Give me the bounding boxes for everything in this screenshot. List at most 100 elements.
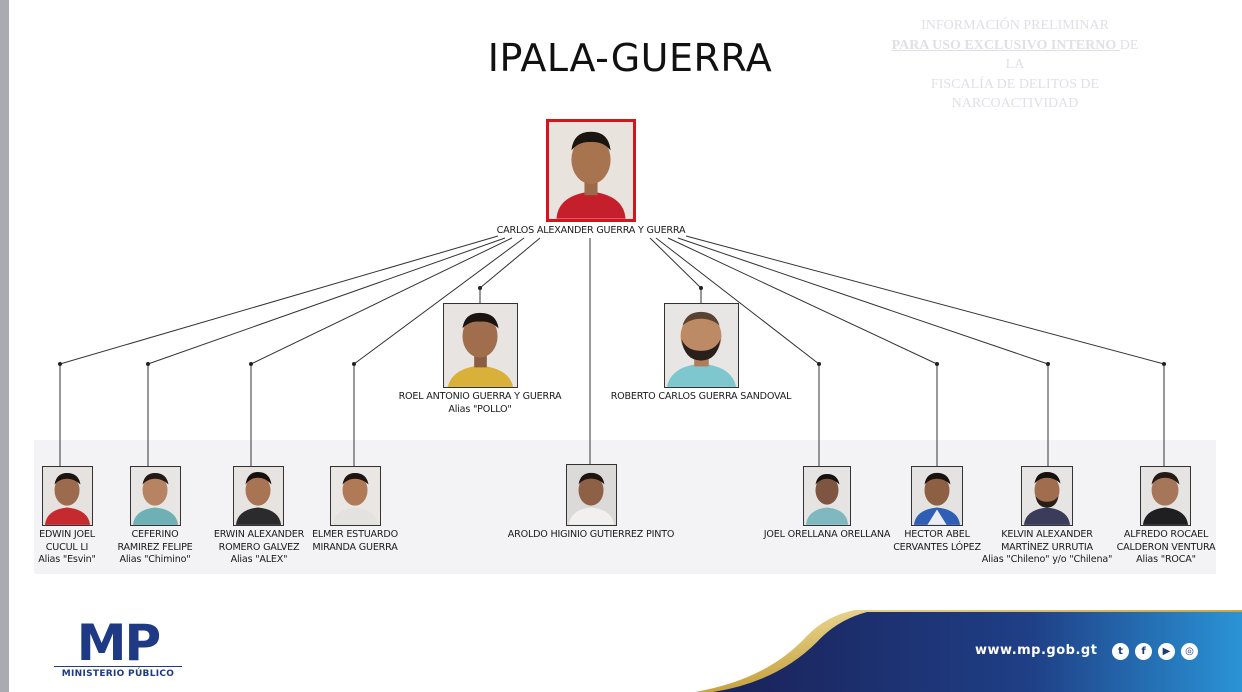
youtube-icon[interactable]: ▶: [1158, 643, 1175, 660]
member-alias: Alias "Chimino": [119, 554, 191, 565]
connector-node: [935, 362, 939, 366]
person-portrait-icon: [549, 122, 633, 219]
connector-node: [699, 286, 703, 290]
connector-node: [146, 362, 150, 366]
connector-node: [478, 286, 482, 290]
person-portrait-icon: [804, 467, 850, 525]
watermark-line: FISCALÍA DE DELITOS DE: [930, 76, 1100, 92]
member-name-line: RAMIREZ FELIPE: [117, 541, 193, 553]
member-name-line: AROLDO HIGINIO GUTIERREZ PINTO: [507, 529, 675, 540]
person-name: ROBERTO CARLOS GUERRA SANDOVAL: [610, 391, 792, 402]
member-label: AROLDO HIGINIO GUTIERREZ PINTO: [507, 529, 675, 542]
member-photo: [803, 466, 851, 526]
member-label: ERWIN ALEXANDER ROMERO GALVEZ Alias "ALE…: [214, 529, 304, 567]
footer-brand-band: [695, 610, 1242, 692]
website-url[interactable]: www.mp.gob.gt: [975, 643, 1098, 658]
connector-line: [667, 237, 938, 365]
member-photo: [911, 466, 963, 526]
member-alias: Alias "ROCA": [1136, 554, 1196, 565]
watermark-line: NARCOACTIVIDAD: [951, 96, 1079, 111]
person-portrait-icon: [1141, 467, 1190, 525]
connector-line: [677, 237, 1049, 365]
person-portrait-icon: [43, 467, 92, 525]
member-alias: Alias "ALEX": [230, 554, 288, 565]
connector-line: [479, 237, 541, 289]
person-portrait-icon: [567, 465, 616, 525]
members-panel: [34, 440, 1216, 574]
member-alias: Alias "Chileno" y/o "Chilena": [981, 554, 1113, 565]
lieutenant-photo: [443, 303, 518, 388]
connector-node: [58, 362, 62, 366]
instagram-icon[interactable]: ◎: [1181, 643, 1198, 660]
watermark-line: PARA USO EXCLUSIVO INTERNO DE: [860, 36, 1170, 56]
member-name-line: ELMER ESTUARDO: [312, 529, 398, 540]
person-portrait-icon: [131, 467, 180, 525]
person-portrait-icon: [665, 304, 738, 387]
connector-line: [353, 237, 525, 365]
lieutenant-label: ROEL ANTONIO GUERRA Y GUERRA Alias "POLL…: [399, 391, 562, 416]
member-name-line: ERWIN ALEXANDER: [213, 529, 305, 540]
logo-rule: [54, 666, 182, 667]
watermark-text: DE: [1119, 37, 1139, 53]
person-name: ROEL ANTONIO GUERRA Y GUERRA: [398, 391, 562, 402]
confidential-watermark: INFORMACIÓN PRELIMINAR PARA USO EXCLUSIV…: [860, 16, 1170, 114]
member-name-line: KELVIN ALEXANDER: [1001, 529, 1093, 540]
person-portrait-icon: [1022, 467, 1072, 525]
leader-name: CARLOS ALEXANDER GUERRA Y GUERRA: [496, 225, 686, 236]
connector-line: [59, 235, 499, 365]
member-name-line: HECTOR ABEL: [904, 529, 970, 540]
watermark-line: INFORMACIÓN PRELIMINAR: [921, 18, 1109, 33]
logo-subtitle: MINISTERIO PÚBLICO: [61, 669, 175, 679]
slide-edge-bar: [0, 0, 9, 692]
connector-node: [1046, 362, 1050, 366]
member-photo: [233, 466, 284, 526]
person-portrait-icon: [331, 467, 380, 525]
connector-line: [655, 237, 820, 365]
person-alias: Alias "POLLO": [448, 403, 512, 415]
lieutenant-photo: [664, 303, 739, 388]
member-label: EDWIN JOEL CUCUL LI Alias "Esvin": [38, 529, 96, 567]
leader-photo: [546, 119, 636, 222]
member-label: CEFERINO RAMIREZ FELIPE Alias "Chimino": [117, 529, 192, 567]
ministerio-publico-logo: MP MINISTERIO PÚBLICO: [52, 617, 184, 685]
member-name-line: CEFERINO: [131, 529, 179, 540]
member-name-line: ROMERO GALVEZ: [218, 541, 300, 553]
member-name-line: MARTÍNEZ URRUTIA: [1001, 541, 1093, 553]
member-label: KELVIN ALEXANDER MARTÍNEZ URRUTIA Alias …: [982, 529, 1113, 567]
member-name-line: EDWIN JOEL: [39, 529, 95, 540]
member-label: JOEL ORELLANA ORELLANA: [763, 529, 891, 542]
connector-node: [249, 362, 253, 366]
connector-node: [817, 362, 821, 366]
lieutenant-label: ROBERTO CARLOS GUERRA SANDOVAL: [611, 391, 792, 404]
member-photo: [130, 466, 181, 526]
watermark-line: LA: [1005, 57, 1025, 72]
member-label: HECTOR ABEL CERVANTES LÓPEZ: [893, 529, 981, 554]
person-portrait-icon: [234, 467, 283, 525]
connector-line: [147, 237, 506, 365]
member-label: ELMER ESTUARDO MIRANDA GUERRA: [312, 529, 398, 554]
connector-node: [1162, 362, 1166, 366]
member-alias: Alias "Esvin": [38, 554, 96, 565]
member-name-line: JOEL ORELLANA ORELLANA: [763, 529, 891, 540]
member-name-line: CALDERON VENTURA: [1116, 541, 1216, 553]
member-photo: [566, 464, 617, 526]
connector-line: [649, 237, 702, 289]
member-name-line: CERVANTES LÓPEZ: [893, 541, 981, 553]
member-photo: [1140, 466, 1191, 526]
logo-letters: MP: [76, 614, 161, 672]
connector-node: [352, 362, 356, 366]
person-portrait-icon: [912, 467, 962, 525]
member-label: ALFREDO ROCAEL CALDERON VENTURA Alias "R…: [1117, 529, 1216, 567]
person-portrait-icon: [444, 304, 517, 387]
member-photo: [330, 466, 381, 526]
facebook-icon[interactable]: f: [1135, 643, 1152, 660]
connector-line: [685, 235, 1165, 365]
member-name-line: CUCUL LI: [45, 541, 89, 553]
member-name-line: MIRANDA GUERRA: [312, 541, 398, 553]
member-photo: [42, 466, 93, 526]
watermark-underlined: PARA USO EXCLUSIVO INTERNO: [891, 37, 1120, 53]
twitter-icon[interactable]: t: [1112, 643, 1129, 660]
member-name-line: ALFREDO ROCAEL: [1123, 529, 1209, 540]
connector-line: [250, 237, 513, 365]
